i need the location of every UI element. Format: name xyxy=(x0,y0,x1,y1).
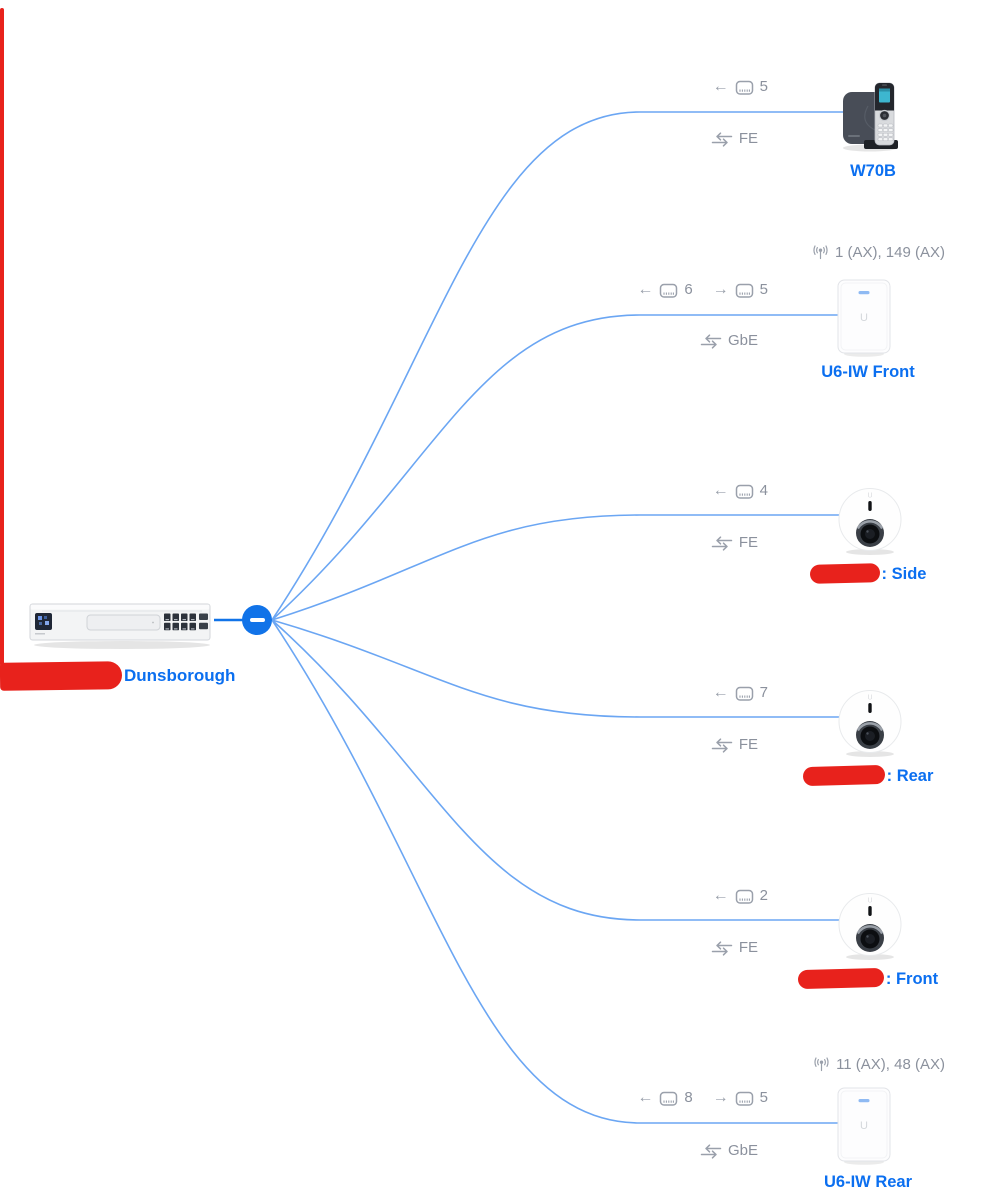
uplink-port-number: 8 xyxy=(684,1089,693,1106)
ubiquiti-logo: U xyxy=(867,695,872,702)
link-line xyxy=(271,619,845,921)
device-node-camera-side[interactable]: U xyxy=(837,486,903,561)
uplink-arrow-icon: ← xyxy=(712,78,729,95)
ethernet-port-icon xyxy=(735,484,753,499)
antenna-icon xyxy=(813,245,828,260)
ethernet-port-icon xyxy=(735,1091,753,1106)
access-point-device-image: U xyxy=(837,1087,891,1165)
link-speed: GbE xyxy=(727,332,758,349)
ethernet-port-icon xyxy=(735,686,753,701)
minus-icon xyxy=(249,617,265,623)
link-speed-annotation: FE xyxy=(640,734,758,756)
link-speed: FE xyxy=(738,939,758,956)
device-node-gateway[interactable] xyxy=(24,591,216,658)
port-annotation: ← 8 → 5 xyxy=(622,1087,768,1109)
ethernet-port-icon xyxy=(735,283,753,298)
ubiquiti-logo: U xyxy=(860,312,868,324)
device-node-phone[interactable] xyxy=(840,80,902,159)
downlink-arrow-icon: → xyxy=(712,1089,729,1106)
link-speed-annotation: FE xyxy=(640,128,758,150)
uplink-arrow-icon: ← xyxy=(712,887,729,904)
link-line xyxy=(271,111,845,621)
link-speed: GbE xyxy=(727,1142,758,1159)
redaction-scribble xyxy=(797,967,885,990)
ubiquiti-logo: U xyxy=(860,1120,868,1132)
duplex-arrows-icon xyxy=(711,535,733,551)
link-speed-annotation: GbE xyxy=(640,330,758,352)
link-speed-annotation: FE xyxy=(640,532,758,554)
ethernet-port-icon xyxy=(660,1091,678,1106)
dome-camera-device-image: U xyxy=(838,690,902,757)
collapse-button[interactable] xyxy=(242,605,272,635)
device-node-ap-front[interactable]: U xyxy=(837,279,891,362)
wifi-channels: 1 (AX), 149 (AX) xyxy=(834,244,945,261)
link-speed: FE xyxy=(738,130,758,147)
device-node-camera-rear[interactable]: U xyxy=(837,688,903,763)
link-line xyxy=(271,619,845,718)
wifi-channels: 11 (AX), 48 (AX) xyxy=(836,1056,945,1073)
uplink-port-number: 7 xyxy=(759,684,768,701)
link-speed: FE xyxy=(738,736,758,753)
ubiquiti-logo: U xyxy=(867,493,872,500)
redaction-scribble xyxy=(802,764,885,787)
wifi-channels-annotation: 1 (AX), 149 (AX) xyxy=(758,242,945,264)
wifi-channels-annotation: 11 (AX), 48 (AX) xyxy=(758,1054,945,1076)
antenna-icon xyxy=(814,1057,829,1072)
ethernet-port-icon xyxy=(735,80,753,95)
ethernet-port-icon xyxy=(735,889,753,904)
link-speed-annotation: GbE xyxy=(640,1140,758,1162)
uplink-port-number: 2 xyxy=(759,887,768,904)
port-annotation: ← 6 → 5 xyxy=(622,279,768,301)
port-annotation: ← 7 xyxy=(622,682,768,704)
device-label-camera-rear[interactable]: : Rear xyxy=(768,764,968,787)
ethernet-port-icon xyxy=(660,283,678,298)
link-line xyxy=(271,619,839,1124)
phone-device-image xyxy=(843,82,898,152)
link-speed-annotation: FE xyxy=(640,937,758,959)
port-annotation: ← 4 xyxy=(622,480,768,502)
device-label-camera-side[interactable]: : Side xyxy=(768,563,968,585)
gateway-label[interactable]: Dunsborough xyxy=(0,661,235,691)
uplink-port-number: 4 xyxy=(759,482,768,499)
uplink-arrow-icon: ← xyxy=(712,482,729,499)
link-speed: FE xyxy=(738,534,758,551)
link-line xyxy=(271,314,839,621)
access-point-device-image: U xyxy=(837,279,891,357)
dome-camera-device-image: U xyxy=(838,893,902,960)
duplex-arrows-icon xyxy=(700,1143,722,1159)
uplink-port-number: 5 xyxy=(759,78,768,95)
redaction-scribble xyxy=(809,563,880,584)
device-node-ap-rear[interactable]: U xyxy=(837,1087,891,1170)
redaction-scribble xyxy=(0,661,123,691)
device-node-camera-front[interactable]: U xyxy=(837,891,903,966)
device-label-camera-front[interactable]: : Front xyxy=(768,967,968,990)
duplex-arrows-icon xyxy=(711,940,733,956)
dome-camera-device-image: U xyxy=(838,488,902,555)
uplink-port-number: 6 xyxy=(684,281,693,298)
uplink-arrow-icon: ← xyxy=(637,281,654,298)
port-annotation: ← 2 xyxy=(622,885,768,907)
link-line xyxy=(271,514,845,621)
duplex-arrows-icon xyxy=(711,131,733,147)
device-label-u6iw-rear[interactable]: U6-IW Rear xyxy=(823,1173,913,1191)
downlink-arrow-icon: → xyxy=(712,281,729,298)
downlink-port-number: 5 xyxy=(759,281,768,298)
duplex-arrows-icon xyxy=(700,333,722,349)
gateway-device-image xyxy=(29,603,211,649)
device-label-w70b[interactable]: W70B xyxy=(850,162,896,180)
redaction-line xyxy=(0,8,4,666)
ubiquiti-logo: U xyxy=(867,898,872,905)
duplex-arrows-icon xyxy=(711,737,733,753)
device-label-u6iw-front[interactable]: U6-IW Front xyxy=(821,363,915,381)
uplink-arrow-icon: ← xyxy=(637,1089,654,1106)
uplink-arrow-icon: ← xyxy=(712,684,729,701)
port-annotation: ← 5 xyxy=(622,76,768,98)
downlink-port-number: 5 xyxy=(759,1089,768,1106)
